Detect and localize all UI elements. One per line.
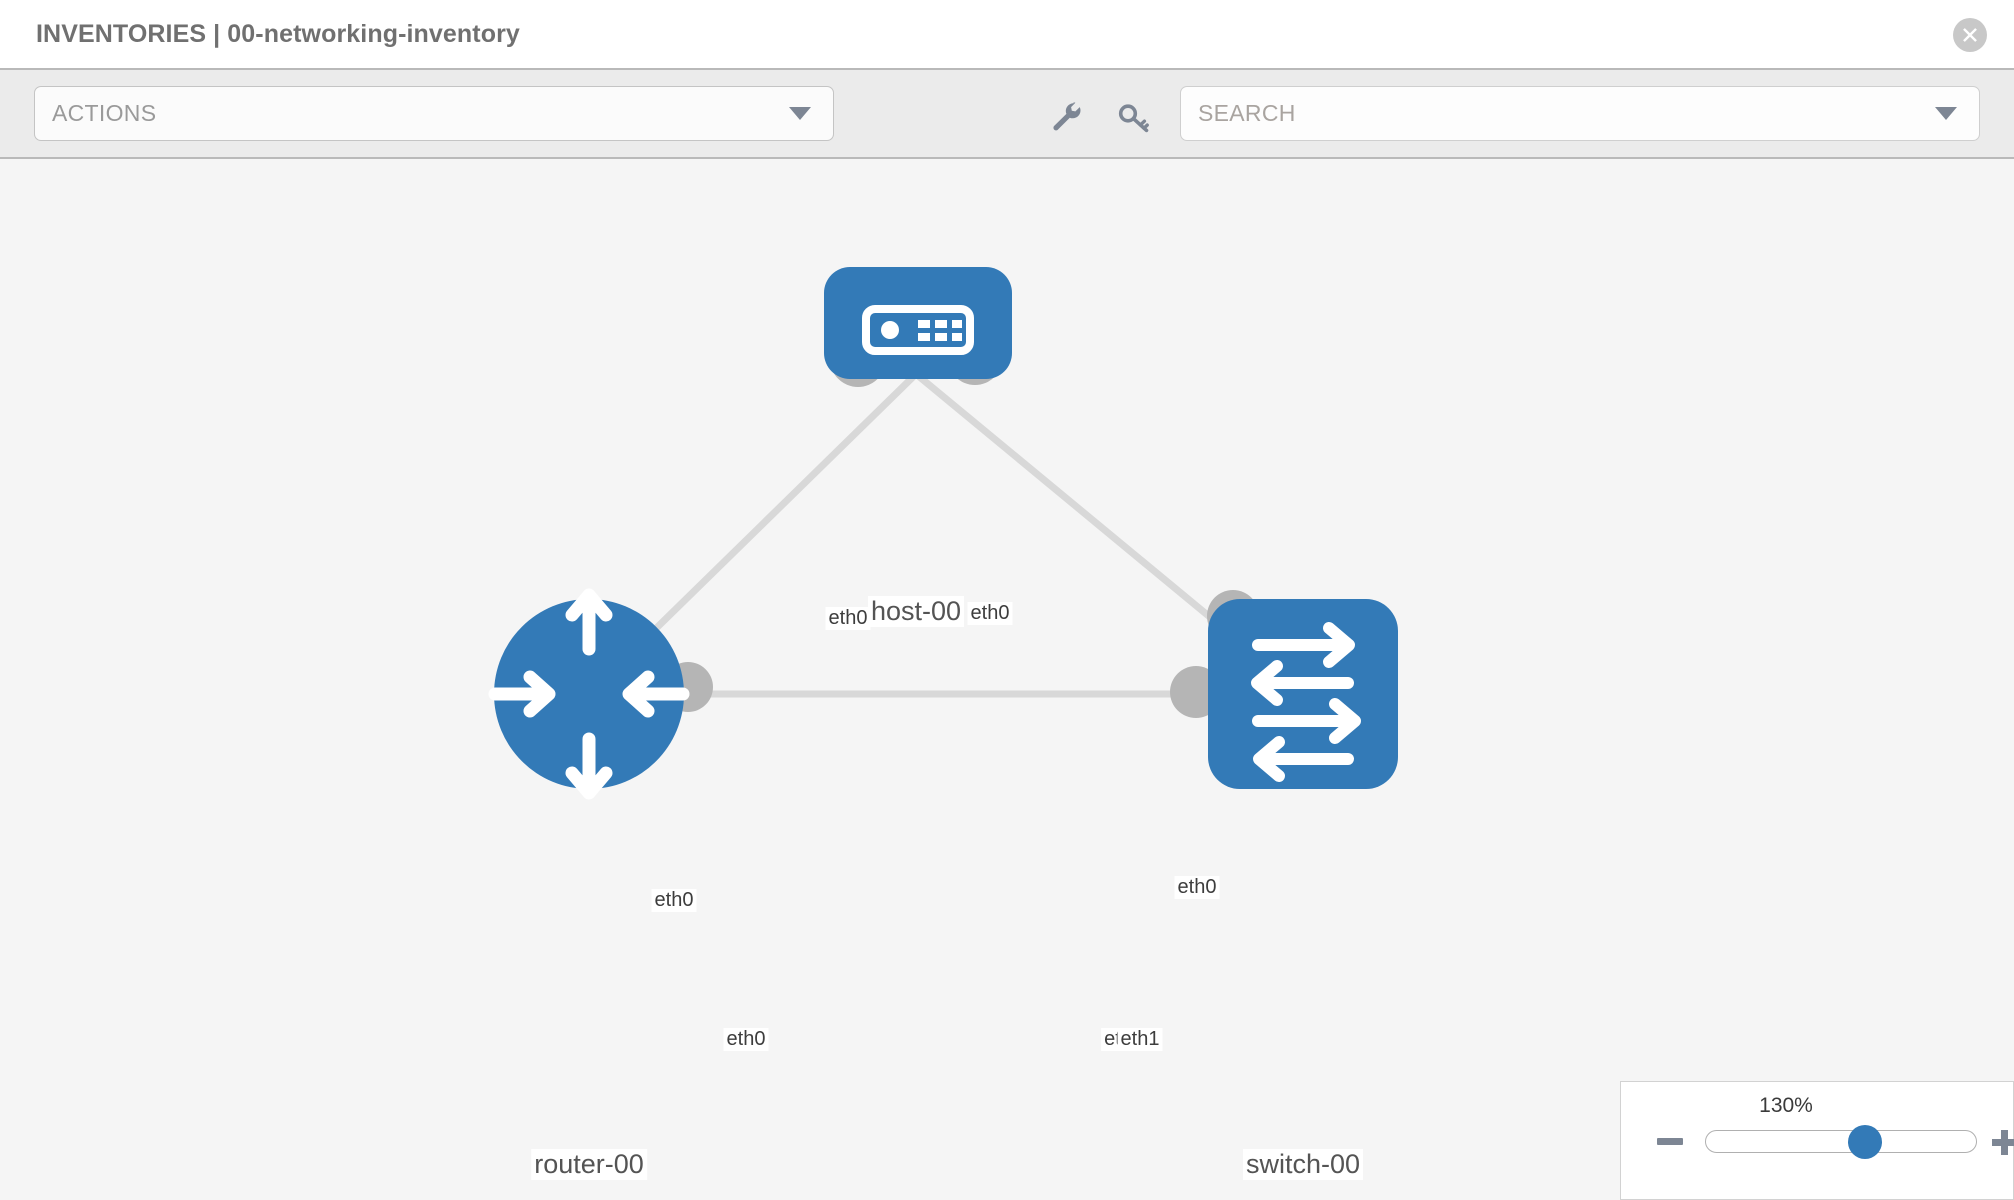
topology-endpoints [663,329,1259,718]
zoom-slider-thumb[interactable] [1848,1125,1882,1159]
page-title: INVENTORIES | 00-networking-inventory [36,19,520,48]
actions-dropdown[interactable]: ACTIONS [34,86,834,141]
toolbar: ACTIONS SEARCH [0,68,2014,159]
iface-label-router00-eth0: eth0 [723,1028,769,1051]
search-input[interactable]: SEARCH [1180,86,1980,141]
iface-label-switch00-eth1: eth1 [1117,1028,1163,1051]
node-label-router-00: router-00 [531,1149,647,1180]
iface-label-host00-right: eth0 [967,602,1013,625]
wrench-icon[interactable] [1047,98,1085,136]
iface-label-router00-up: eth0 [651,889,697,912]
topology-links [586,371,1306,698]
topology-graph [488,267,1398,800]
chevron-down-icon [789,107,811,120]
node-router-00[interactable] [488,588,690,800]
zoom-slider[interactable] [1705,1125,1977,1159]
zoom-out-button[interactable] [1657,1138,1683,1145]
chevron-down-icon[interactable] [1935,107,1957,120]
page-header: INVENTORIES | 00-networking-inventory [0,0,2014,68]
node-host-00[interactable] [824,267,1012,379]
switch-arrows-icon [1251,622,1361,782]
close-icon[interactable] [1953,18,1987,52]
node-label-host-00: host-00 [867,596,965,627]
node-switch-00[interactable] [1208,599,1398,789]
iface-label-switch00-up: eth0 [1174,876,1220,899]
key-icon[interactable] [1115,98,1153,136]
zoom-level-value: 130% [1759,1094,1813,1117]
search-placeholder: SEARCH [1198,100,1296,126]
actions-dropdown-label: ACTIONS [52,100,157,126]
topology-canvas[interactable]: eth0 eth0 eth0 eth0 eth0 eth eth1 host-0… [0,159,2014,1200]
iface-label-host00-left: eth0 [825,607,871,630]
server-icon [862,305,974,355]
zoom-in-button[interactable] [1992,1130,2014,1155]
zoom-control-panel: 130% [1620,1081,2014,1200]
node-label-switch-00: switch-00 [1242,1149,1364,1180]
router-arrows-icon [488,588,690,800]
